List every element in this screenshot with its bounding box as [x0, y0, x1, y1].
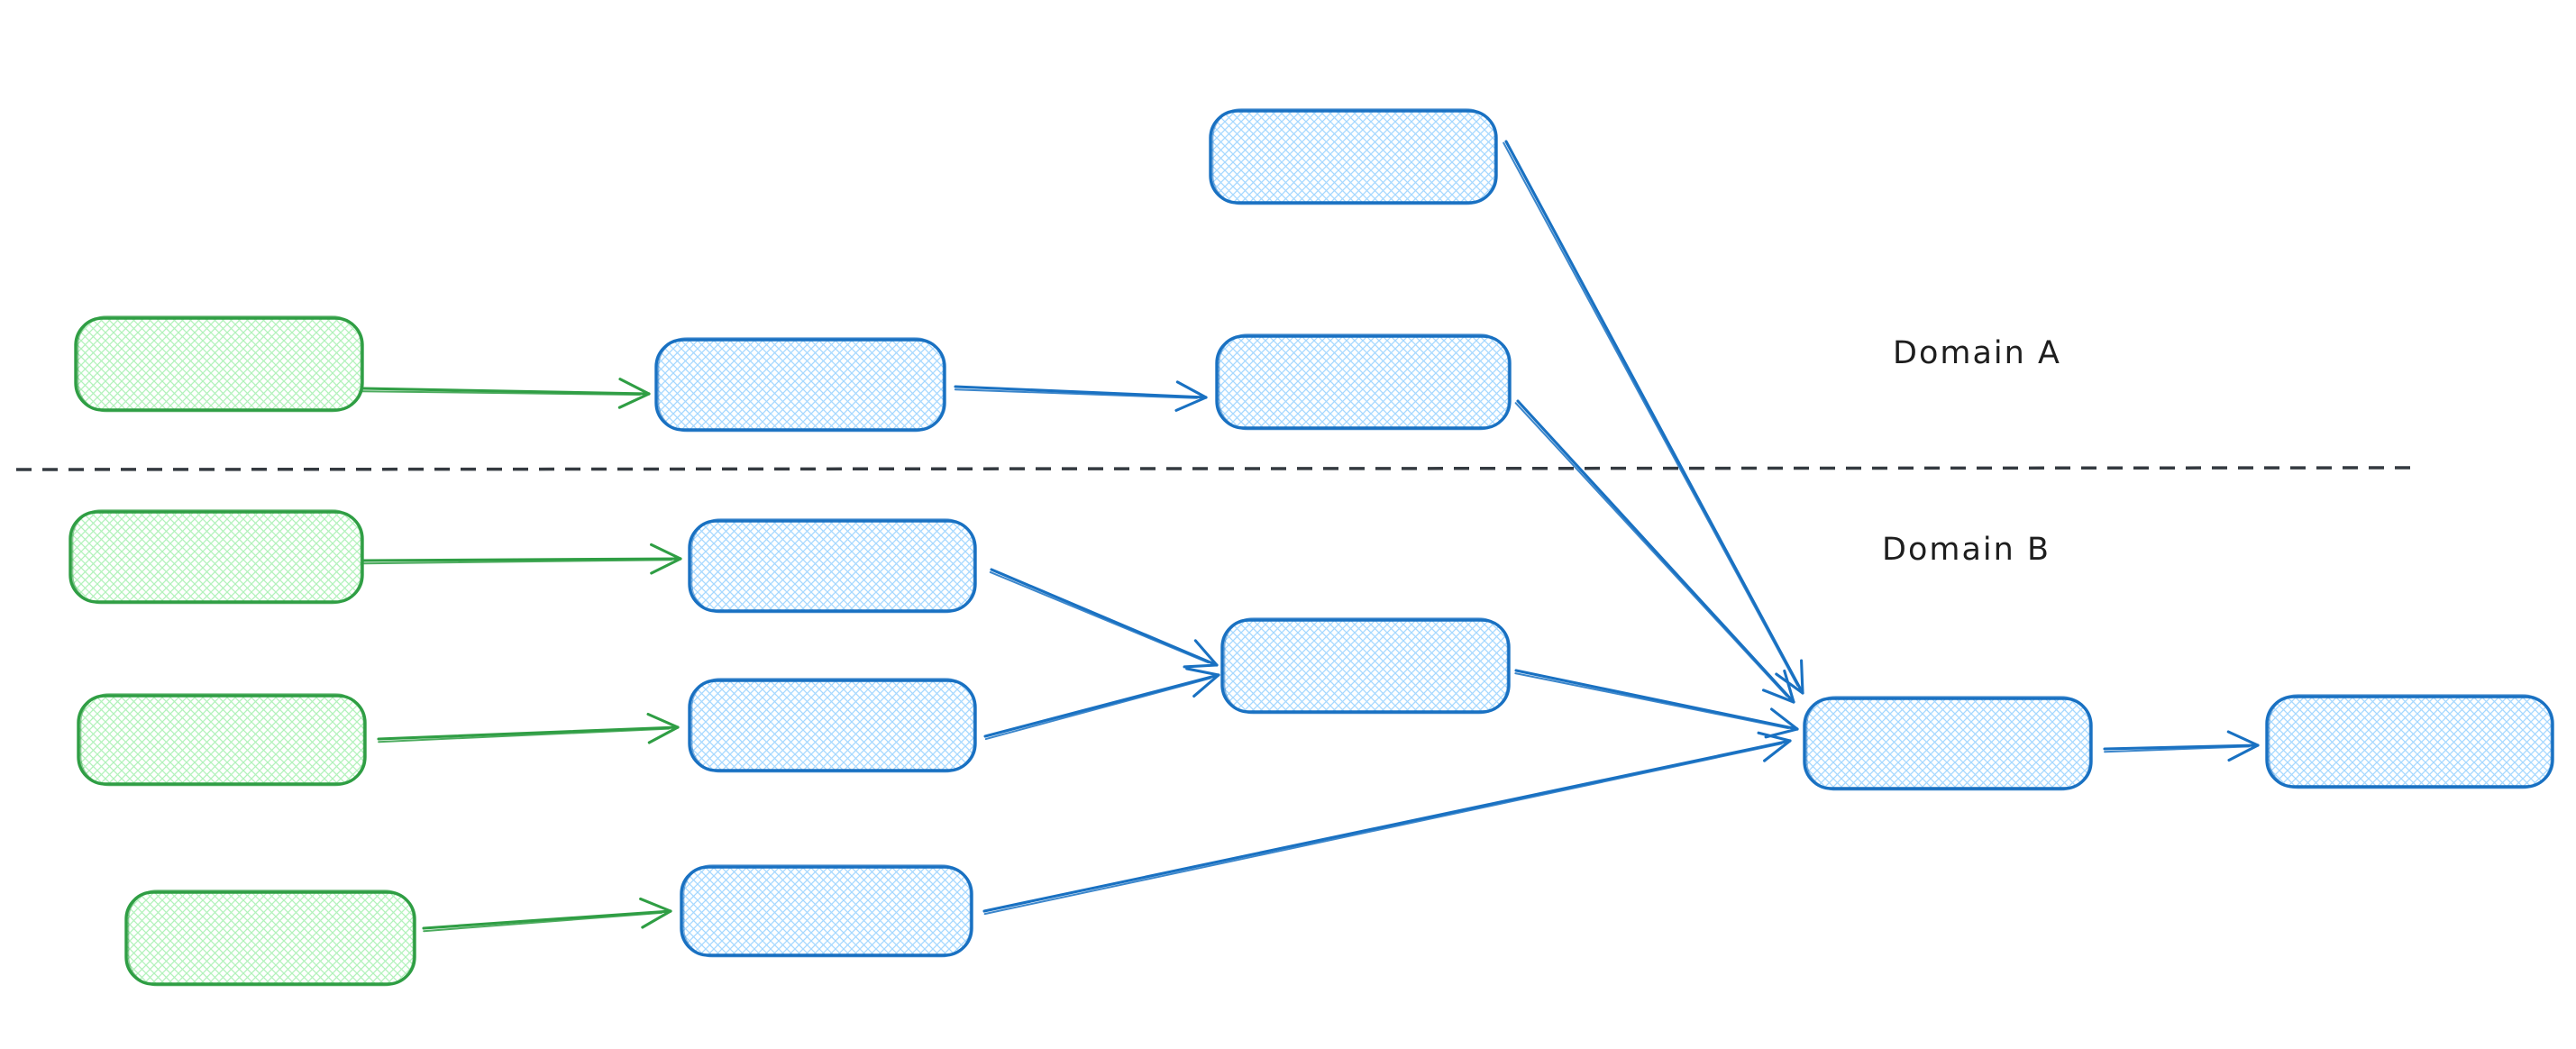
node-green-source-3[interactable] [77, 693, 367, 787]
arrowhead-green-1-to-stage1-a [617, 392, 651, 409]
arrowhead-top-to-merge [1800, 659, 1804, 695]
arrowhead-stage1-a-to-stage2-a [1175, 380, 1208, 399]
edge-stage2-a-to-merge[interactable] [1514, 399, 1795, 704]
arrowhead-green-3-to-stage1-b2 [647, 725, 680, 744]
arrowhead-stage2-a-to-merge [1761, 689, 1795, 704]
domain-b-label[interactable]: Domain B [1882, 532, 2051, 568]
edges-layer [361, 140, 2260, 933]
arrowhead-stage1-a-to-stage2-a [1174, 396, 1208, 412]
edge-stage2-b-to-merge[interactable] [1514, 669, 1799, 739]
edge-top-to-merge[interactable] [1503, 140, 1804, 695]
edge-stage1-a-to-stage2-a[interactable] [954, 380, 1208, 412]
arrowhead-stage1-b2-to-stage2-b [1185, 667, 1220, 677]
edge-green-4-to-stage1-b3[interactable] [422, 897, 672, 933]
edge-stage1-b2-to-stage2-b[interactable] [983, 667, 1220, 741]
edge-stage1-b3-to-merge[interactable] [982, 731, 1792, 916]
arrowhead-stage1-b2-to-stage2-b [1192, 673, 1220, 698]
edge-merge-to-final[interactable] [2103, 730, 2260, 762]
arrowhead-stage2-b-to-merge [1769, 707, 1799, 731]
edge-green-3-to-stage1-b2[interactable] [377, 712, 680, 744]
arrowhead-green-2-to-stage1-b1 [650, 557, 682, 575]
arrowhead-green-4-to-stage1-b3 [639, 897, 672, 913]
nodes-layer [69, 108, 2554, 987]
node-blue-stage1-b3[interactable] [680, 864, 973, 958]
arrowhead-stage1-b1-to-stage2-b [1183, 663, 1219, 669]
node-blue-merge[interactable] [1803, 696, 2093, 791]
domain-a-label[interactable]: Domain A [1893, 335, 2061, 371]
arrowhead-stage1-b3-to-merge [1763, 739, 1792, 762]
edge-green-1-to-stage1-a[interactable] [361, 378, 651, 409]
arrowhead-stage1-b1-to-stage2-b [1193, 639, 1219, 667]
node-green-source-4[interactable] [124, 889, 416, 987]
arrowhead-green-1-to-stage1-a [618, 378, 651, 396]
node-blue-final[interactable] [2265, 694, 2554, 789]
node-green-source-1[interactable] [74, 315, 364, 413]
node-blue-stage2-a[interactable] [1215, 333, 1512, 431]
arrowhead-green-3-to-stage1-b2 [646, 712, 680, 729]
arrowhead-green-2-to-stage1-b1 [650, 543, 682, 561]
node-blue-stage2-b[interactable] [1220, 617, 1511, 715]
arrowhead-stage2-a-to-merge [1783, 669, 1795, 704]
node-blue-top[interactable] [1209, 108, 1498, 205]
arrowhead-green-4-to-stage1-b3 [641, 909, 672, 929]
arrowhead-merge-to-final [2226, 730, 2260, 747]
arrowhead-merge-to-final [2227, 743, 2260, 762]
node-blue-stage1-b1[interactable] [688, 518, 977, 614]
node-blue-stage1-a[interactable] [654, 337, 946, 433]
node-green-source-2[interactable] [69, 509, 364, 605]
domain-divider-line[interactable] [15, 466, 2415, 471]
edge-stage1-b1-to-stage2-b[interactable] [989, 568, 1219, 669]
edge-green-2-to-stage1-b1[interactable] [362, 543, 682, 575]
node-blue-stage1-b2[interactable] [688, 678, 977, 773]
arrowhead-stage1-b3-to-merge [1757, 731, 1792, 743]
